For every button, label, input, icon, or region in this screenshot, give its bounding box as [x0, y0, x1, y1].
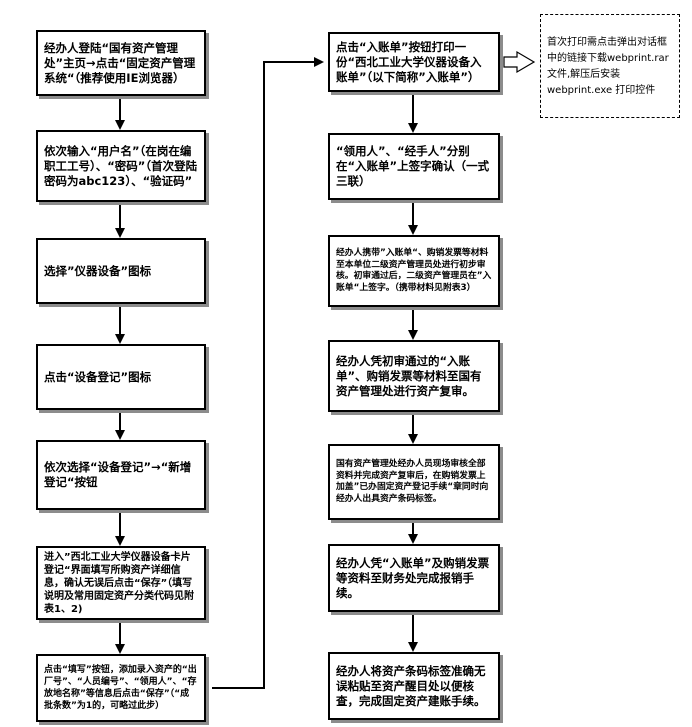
step-fill-details-text: 点击“填写”按钮，添加录入资产的“出厂号”、“人员编号”、“领用人”、“存放地名… — [44, 665, 197, 711]
step-attach-barcode: 经办人将资产条码标签准确无误粘贴至资产醒目处以便核查，完成固定资产建账手续。 — [328, 652, 500, 720]
step-issue-barcode-text: 国有资产管理处经办人员现场审核全部资料并完成资产复审后，在购销发票上加盖”已办固… — [336, 459, 489, 504]
step-attach-barcode-text: 经办人将资产条码标签准确无误粘贴至资产醒目处以便核查，完成固定资产建账手续。 — [336, 663, 486, 708]
print-control-note: 首次打印需点击弹出对话框中的链接下载webprint.rar文件,解压后安装 w… — [540, 14, 680, 118]
step-select-new-registration-text: 依次选择“设备登记”→“新增登记“按钮 — [44, 460, 192, 489]
step-reimbursement: 经办人凭“入账单”及购销发票等资料至财务处完成报销手续。 — [328, 544, 500, 612]
step-fill-details: 点击“填写”按钮，添加录入资产的“出厂号”、“人员编号”、“领用人”、“存放地名… — [36, 654, 206, 722]
cross-column-connector — [212, 57, 324, 689]
step-click-register-text: 点击“设备登记”图标 — [44, 369, 152, 384]
step-select-instrument-text: 选择”仪器设备”图标 — [44, 263, 152, 278]
step-asset-reexamination-text: 经办人凭初审通过的“入账单”、购销发票等材料至国有资产管理处进行资产复审。 — [336, 353, 482, 398]
step-print-voucher-text: 点击“入账单”按钮打印一份“西北工业大学仪器设备入账单”（以下简称”入账单”） — [336, 39, 482, 84]
step-login: 经办人登陆“国有资产管理处”主页→点击“固定资产管理系统“（推荐使用IE浏览器） — [36, 30, 206, 96]
step-enter-credentials-text: 依次输入“用户名”（在岗在编职工工号）、“密码”（首次登陆密码为abc123）、… — [44, 143, 198, 188]
step-sign-voucher-text: “领用人”、“经手人”分别在“入账单”上签字确认（一式三联） — [336, 144, 490, 188]
step-preliminary-review-text: 经办人携带”入账单“、购销发票等材料至本单位二级资产管理员处进行初步审核。初审通… — [336, 248, 492, 293]
step-select-new-registration: 依次选择“设备登记”→“新增登记“按钮 — [36, 440, 206, 510]
step-login-text: 经办人登陆“国有资产管理处”主页→点击“固定资产管理系统“（推荐使用IE浏览器） — [44, 40, 196, 85]
step-click-register: 点击“设备登记”图标 — [36, 344, 206, 410]
note-pointer-arrow — [503, 50, 536, 74]
step-asset-reexamination: 经办人凭初审通过的“入账单”、购销发票等材料至国有资产管理处进行资产复审。 — [328, 340, 500, 412]
step-sign-voucher: “领用人”、“经手人”分别在“入账单”上签字确认（一式三联） — [328, 133, 500, 200]
step-fill-card: 进入”西北工业大学仪器设备卡片登记“界面填写所购资产详细信息，确认无误后点击“保… — [36, 546, 206, 620]
step-enter-credentials: 依次输入“用户名”（在岗在编职工工号）、“密码”（首次登陆密码为abc123）、… — [36, 130, 206, 202]
step-select-instrument: 选择”仪器设备”图标 — [36, 238, 206, 304]
step-issue-barcode: 国有资产管理处经办人员现场审核全部资料并完成资产复审后，在购销发票上加盖”已办固… — [328, 444, 500, 520]
step-print-voucher: 点击“入账单”按钮打印一份“西北工业大学仪器设备入账单”（以下简称”入账单”） — [328, 32, 500, 92]
step-reimbursement-text: 经办人凭“入账单”及购销发票等资料至财务处完成报销手续。 — [336, 555, 490, 600]
step-preliminary-review: 经办人携带”入账单“、购销发票等材料至本单位二级资产管理员处进行初步审核。初审通… — [328, 235, 500, 307]
print-control-note-text: 首次打印需点击弹出对话框中的链接下载webprint.rar文件,解压后安装 w… — [547, 37, 669, 96]
step-fill-card-text: 进入”西北工业大学仪器设备卡片登记“界面填写所购资产详细信息，确认无误后点击“保… — [44, 551, 194, 615]
